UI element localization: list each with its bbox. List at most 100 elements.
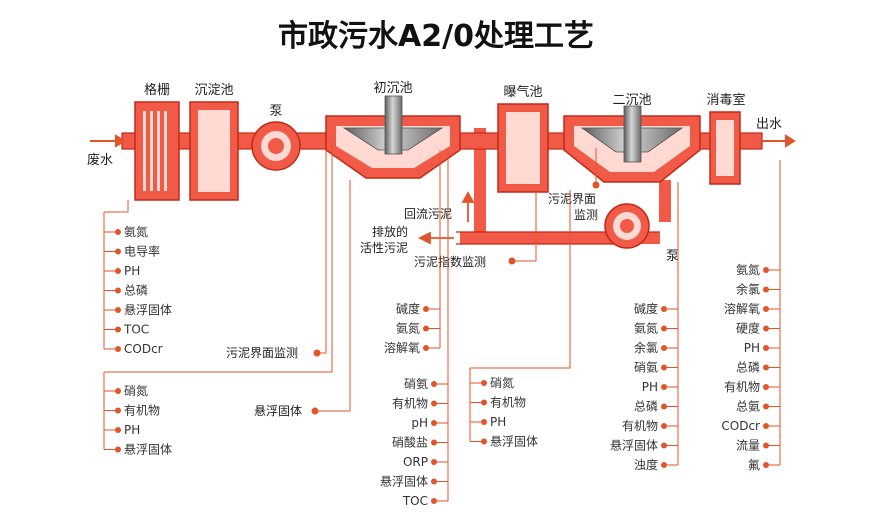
bullet-dot xyxy=(661,325,667,332)
parameter-label: 硝氨 xyxy=(634,361,658,375)
primary-ss-connector xyxy=(311,180,351,415)
bullet-dot xyxy=(481,399,487,406)
parameter-label: 氨氮 xyxy=(736,262,760,277)
influent-label: 废水 xyxy=(87,152,113,168)
bullet-dot xyxy=(115,326,121,333)
bullet-dot xyxy=(661,306,667,312)
parameter-groups: 氨氮电导率PH总磷悬浮固体TOCCODcr硝氮有机物PH悬浮固体碱度氨氮溶解氧硝… xyxy=(103,140,781,508)
bullet-dot xyxy=(115,446,121,453)
bullet-dot xyxy=(115,229,121,235)
bullet-dot xyxy=(763,267,769,273)
primary-clarifier xyxy=(325,95,461,179)
bullet-dot xyxy=(115,248,121,255)
bullet-dot xyxy=(431,439,437,446)
bullet-dot xyxy=(431,478,437,485)
parameter-label: 氨氮 xyxy=(124,224,148,239)
parameter-label: TOC xyxy=(402,494,428,508)
bullet-dot xyxy=(763,442,769,449)
disinfection-chamber xyxy=(709,111,741,185)
effluent-arrow xyxy=(760,134,796,148)
return-sludge-arrow xyxy=(461,191,475,222)
parameter-label: CODcr xyxy=(721,419,760,433)
pump-1-label: 泵 xyxy=(269,104,282,119)
bullet-dot xyxy=(763,364,769,371)
bullet-dot xyxy=(763,306,769,312)
grille-label: 格栅 xyxy=(144,82,170,98)
settling-tank xyxy=(189,101,239,201)
parameter-label: 硝酸盐 xyxy=(392,435,428,450)
parameter-label: CODcr xyxy=(124,342,163,356)
parameter-label: 电导率 xyxy=(124,244,160,259)
primary-clarifier-label: 初沉池 xyxy=(373,81,412,96)
parameter-label: PH xyxy=(490,415,506,429)
bullet-dot xyxy=(115,407,121,414)
parameter-label: 有机物 xyxy=(124,404,160,418)
grille-unit xyxy=(134,101,180,201)
parameter-label: PH xyxy=(124,264,140,278)
bullet-dot xyxy=(423,345,429,351)
parameter-label: 碱度 xyxy=(634,301,658,316)
parameter-label: 硬度 xyxy=(736,321,760,336)
bullet-dot xyxy=(661,423,667,429)
bullet-dot xyxy=(661,384,667,390)
sludge-index-label: 污泥指数监测 xyxy=(414,254,486,269)
bullet-dot xyxy=(115,346,121,352)
aeration-label: 曝气池 xyxy=(503,84,542,100)
parameter-label: 氨氮 xyxy=(634,321,658,336)
parameter-label: 总磷 xyxy=(124,283,148,298)
bullet-dot xyxy=(661,364,667,371)
parameter-label: ORP xyxy=(403,455,428,469)
bullet-dot xyxy=(481,438,487,445)
parameter-label: 悬浮固体 xyxy=(490,435,538,449)
primary-ss-label: 悬浮固体 xyxy=(254,404,302,418)
parameter-label: 溶解氧 xyxy=(724,301,760,316)
bullet-dot xyxy=(763,286,769,293)
parameter-label: 硝氮 xyxy=(490,375,514,390)
aeration-tank xyxy=(497,103,549,193)
parameter-label: 浊度 xyxy=(634,457,658,472)
parameter-label: PH xyxy=(124,423,140,437)
connector-line xyxy=(104,140,333,373)
bullet-dot xyxy=(115,388,121,394)
bullet-dot xyxy=(763,384,769,390)
sludge-interface-connector xyxy=(592,148,600,189)
parameter-label: pH xyxy=(411,416,428,430)
connector-line xyxy=(104,200,129,213)
bullet-dot xyxy=(661,403,667,410)
parameter-label: PH xyxy=(744,341,760,355)
parameter-label: 有机物 xyxy=(622,419,658,433)
parameter-label: 氟 xyxy=(748,458,760,472)
bullet-dot xyxy=(115,287,121,294)
parameter-label: 碱度 xyxy=(396,301,420,316)
page-title: 市政污水A2/0处理工艺 xyxy=(278,19,594,54)
discharge-sludge-arrow xyxy=(417,231,454,245)
bullet-dot xyxy=(431,381,437,387)
parameter-label: 总磷 xyxy=(736,360,760,375)
settling-label: 沉淀池 xyxy=(194,83,233,98)
bullet-dot xyxy=(763,403,769,410)
sludge-index-connector xyxy=(508,192,537,265)
bullet-dot xyxy=(431,498,437,504)
bullet-dot xyxy=(481,380,487,386)
parameter-label: 硝氨 xyxy=(404,377,428,391)
bullet-dot xyxy=(115,268,121,274)
bullet-dot xyxy=(763,423,769,429)
parameter-label: 总磷 xyxy=(634,399,658,414)
sludge-interface-label-2: 监测 xyxy=(574,208,598,222)
parameter-label: 有机物 xyxy=(724,380,760,394)
discharge-sludge-label-2: 活性污泥 xyxy=(360,241,408,255)
bullet-dot xyxy=(763,345,769,351)
parameter-label: 余氯 xyxy=(736,282,760,297)
bullet-dot xyxy=(763,462,769,468)
sludge-interface-label-1: 污泥界面 xyxy=(548,192,596,206)
bullet-dot xyxy=(481,419,487,425)
bullet-dot xyxy=(661,462,667,468)
secondary-clarifier-label: 二沉池 xyxy=(612,93,651,108)
parameter-label: 溶解氧 xyxy=(384,340,420,355)
bullet-dot xyxy=(661,442,667,449)
discharge-sludge-label-1: 排放的 xyxy=(372,224,408,239)
